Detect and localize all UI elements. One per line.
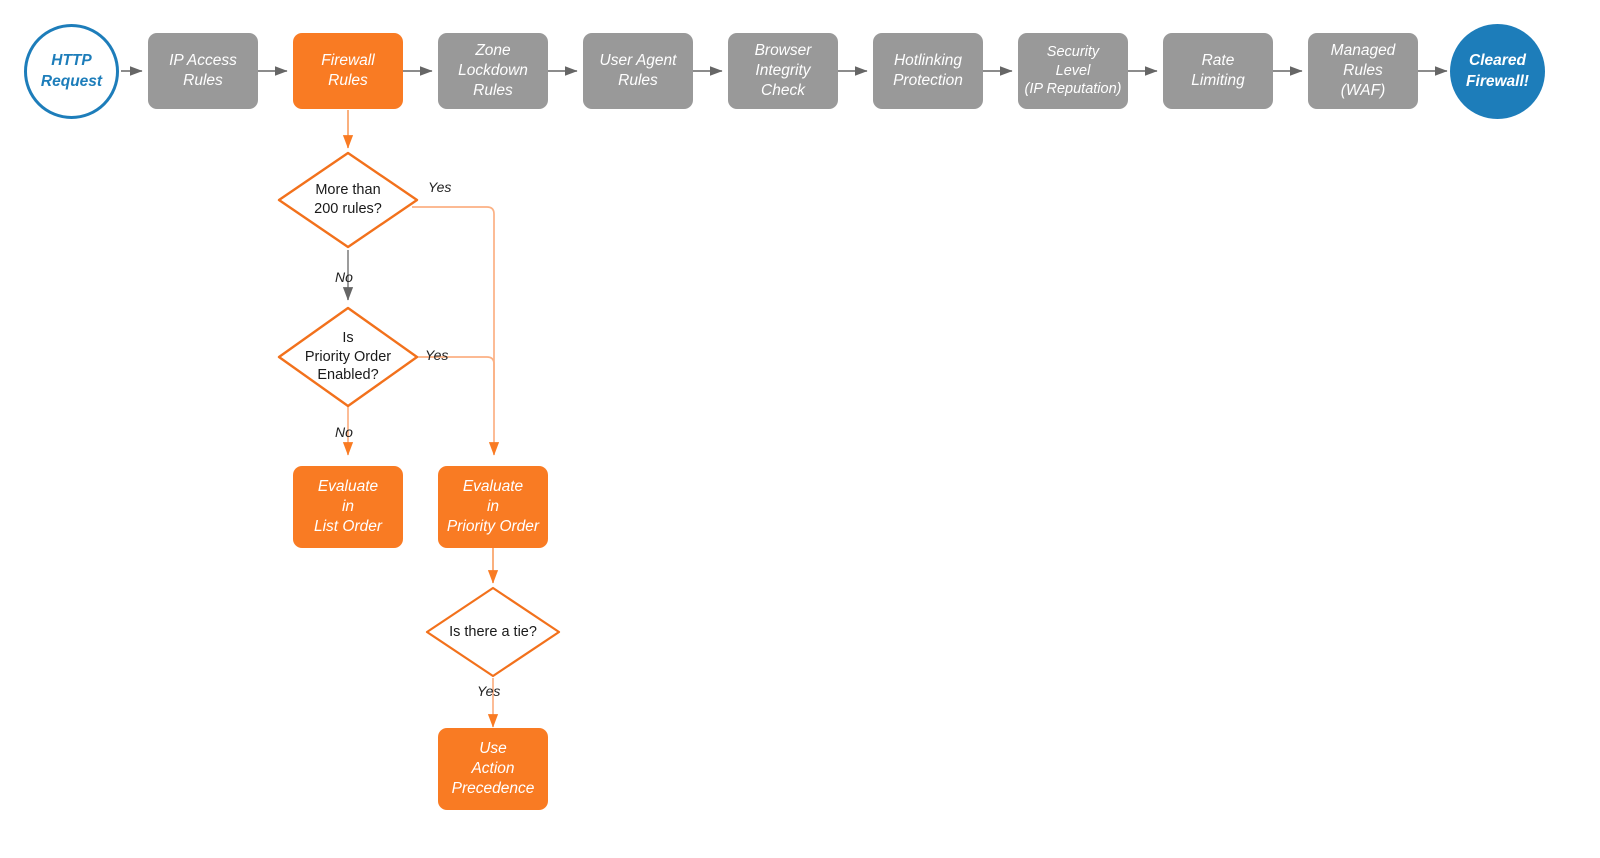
node-rate-limiting[interactable]: Rate Limiting — [1163, 33, 1273, 109]
decision-is-there-a-tie[interactable]: Is there a tie? — [424, 585, 562, 679]
decision-is-priority-order-enabled[interactable]: Is Priority Order Enabled? — [276, 305, 420, 409]
node-cleared-firewall[interactable]: Cleared Firewall! — [1450, 24, 1545, 119]
node-browser-integrity-check[interactable]: Browser Integrity Check — [728, 33, 838, 109]
decision-more-than-200-rules[interactable]: More than 200 rules? — [276, 150, 420, 250]
decision-label-is-there-a-tie: Is there a tie? — [449, 623, 537, 640]
node-http-request[interactable]: HTTP Request — [24, 24, 119, 119]
edge-label-rules-yes: Yes — [428, 179, 452, 195]
diamond-shape-priority — [277, 306, 419, 408]
edge-label-priority-yes: Yes — [425, 347, 449, 363]
diamond-shape-tie — [425, 586, 561, 678]
edge-label-rules-no: No — [335, 269, 353, 285]
node-managed-rules-waf[interactable]: Managed Rules (WAF) — [1308, 33, 1418, 109]
node-ip-access-rules[interactable]: IP Access Rules — [148, 33, 258, 109]
node-security-level[interactable]: Security Level (IP Reputation) — [1018, 33, 1128, 109]
decision-label-is-priority-order-enabled: Is Priority Order Enabled? — [304, 329, 392, 384]
node-use-action-precedence[interactable]: Use Action Precedence — [438, 728, 548, 810]
node-evaluate-in-list-order[interactable]: Evaluate in List Order — [293, 466, 403, 548]
node-evaluate-in-priority-order[interactable]: Evaluate in Priority Order — [438, 466, 548, 548]
edge-rules-yes-to-priority-order-box — [412, 206, 500, 456]
edge-priority-yes-to-priority-order-box — [412, 356, 495, 400]
edge-label-priority-no: No — [335, 424, 353, 440]
node-user-agent-rules[interactable]: User Agent Rules — [583, 33, 693, 109]
node-hotlinking-protection[interactable]: Hotlinking Protection — [873, 33, 983, 109]
edge-label-tie-yes: Yes — [477, 683, 501, 699]
node-firewall-rules[interactable]: Firewall Rules — [293, 33, 403, 109]
diamond-shape-rules — [277, 151, 419, 249]
decision-label-more-than-200-rules: More than 200 rules? — [314, 182, 382, 217]
node-zone-lockdown-rules[interactable]: Zone Lockdown Rules — [438, 33, 548, 109]
